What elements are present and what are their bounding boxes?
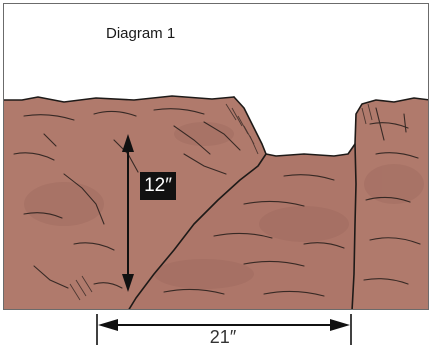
height-label: 12″ bbox=[140, 172, 176, 200]
height-arrow-bottom bbox=[122, 274, 134, 292]
width-arrow-right bbox=[330, 319, 350, 331]
width-label: 21″ bbox=[203, 326, 243, 348]
width-arrow-left bbox=[98, 319, 118, 331]
height-arrow-top bbox=[122, 134, 134, 152]
